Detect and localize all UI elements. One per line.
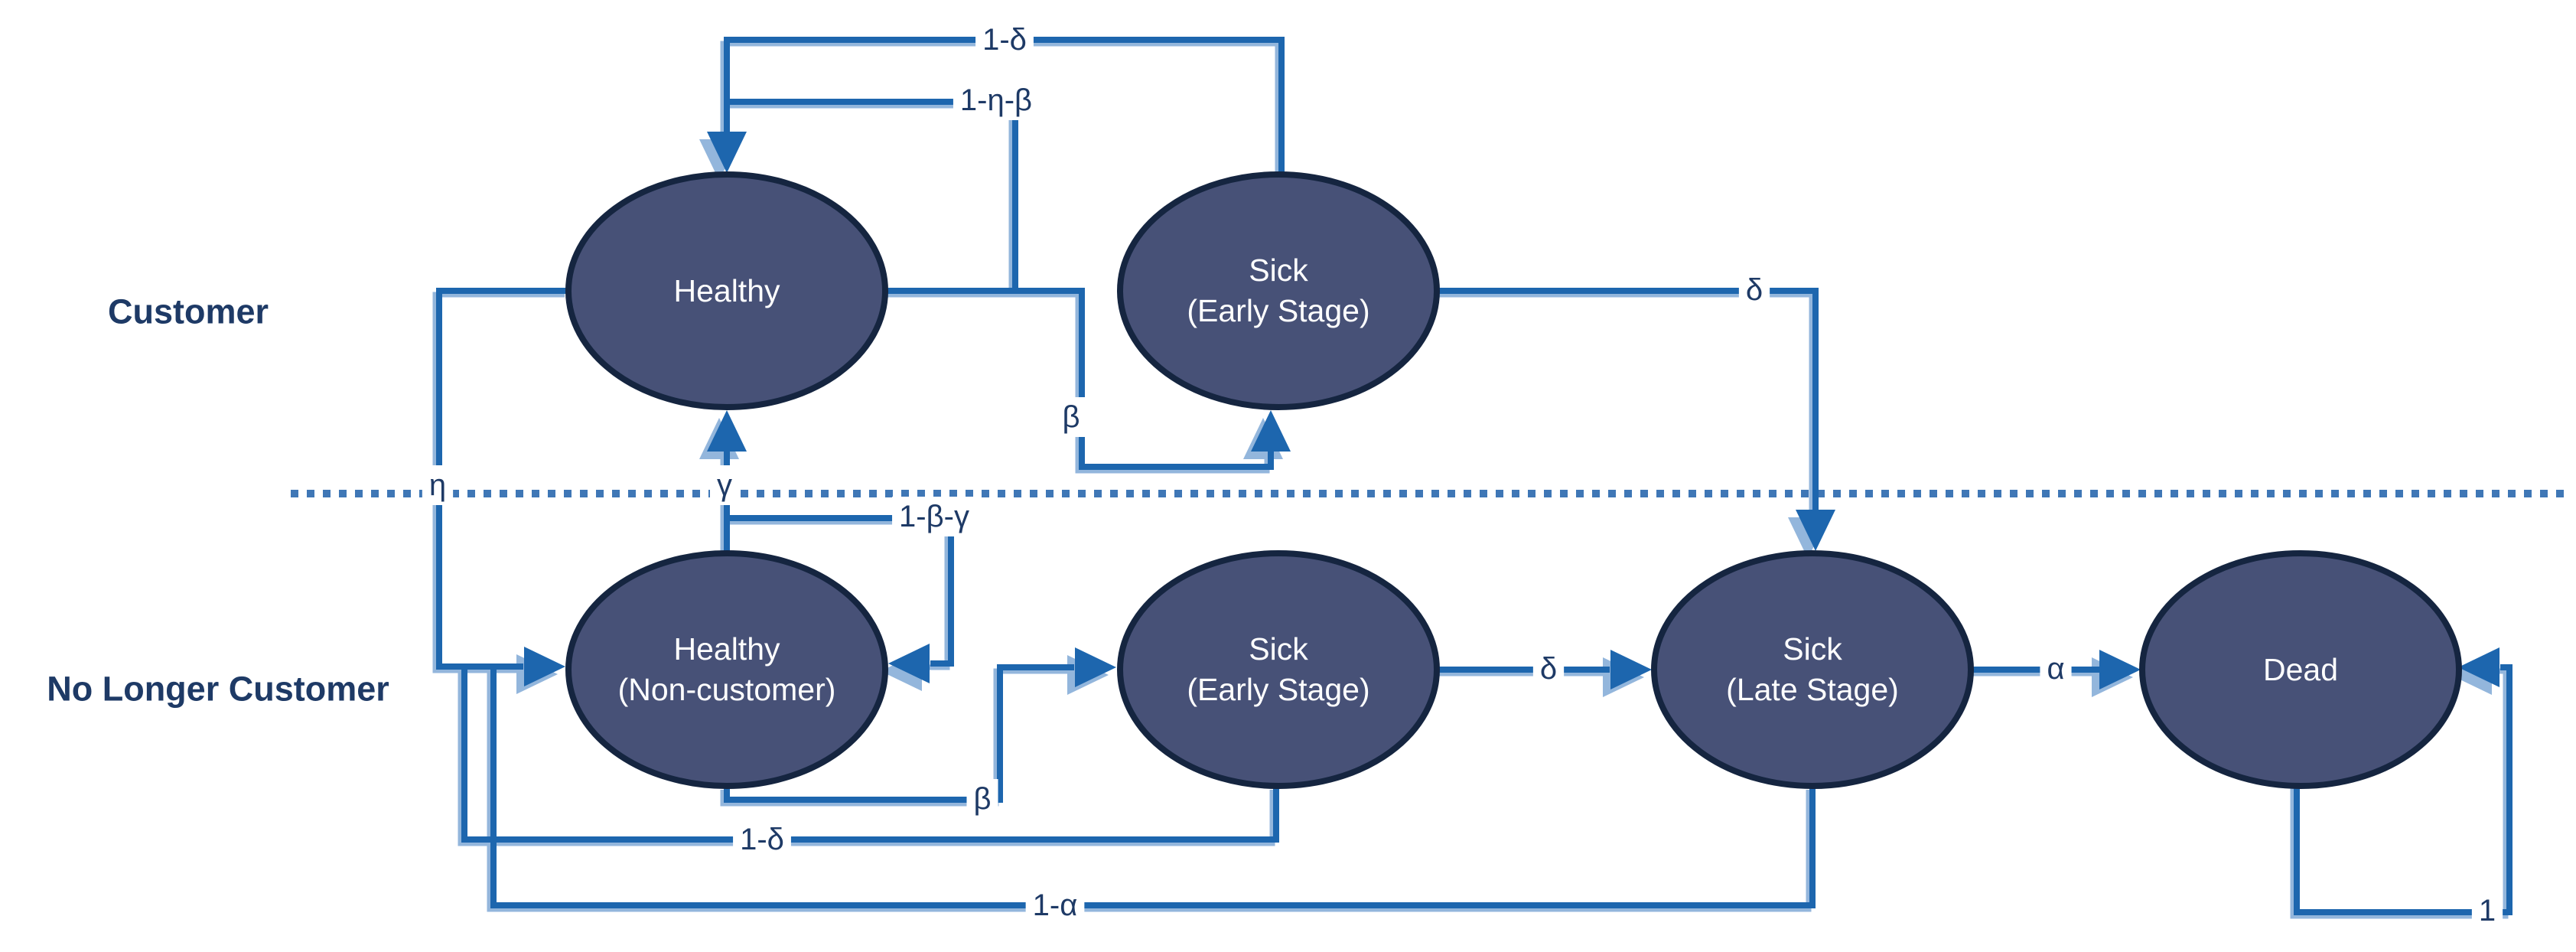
edge-dead-self-loop-1-label-knockout [2471, 891, 2503, 931]
edge-dead-self-loop-1 [2294, 664, 2512, 915]
state-sick-late-noncustomer-label: Sick(Late Stage) [1726, 631, 1899, 707]
edge-dead-self-loop-1-arrowhead [2458, 647, 2499, 687]
edge-healthy-self-loop-1-minus-eta-minus-beta-shadow [723, 103, 1014, 298]
edge-dead-self-loop-1-label: 1 [2479, 894, 2496, 928]
edge-sick-early-to-sick-late-delta-shadow [1433, 292, 1815, 533]
edge-sick-early-noncustomer-to-healthy-noncustomer-1-minus-delta-label: 1-δ [740, 823, 784, 856]
edge-sick-early-noncustomer-to-sick-late-delta-label-knockout [1532, 649, 1565, 689]
edge-sick-early-noncustomer-to-healthy-noncustomer-1-minus-delta-label-group: 1-δ [733, 820, 791, 859]
edge-healthy-to-sick-early-beta-label-group: β [1055, 397, 1087, 437]
row-label-customer: Customer [108, 292, 269, 331]
edge-healthy-noncustomer-to-sick-early-noncustomer-beta [724, 664, 1074, 803]
edge-sick-early-to-sick-late-delta-label-knockout [1738, 270, 1770, 310]
edge-healthy-self-loop-1-minus-eta-minus-beta-label: 1-η-β [960, 83, 1032, 117]
edge-sick-early-to-healthy-1-minus-delta-label-group: 1-δ [975, 20, 1034, 60]
state-healthy-noncustomer: Healthy(Non-customer) [565, 550, 888, 789]
edge-healthy-to-sick-early-beta-label-knockout [1055, 397, 1087, 437]
row-label-no-longer-customer: No Longer Customer [47, 670, 389, 709]
edge-sick-early-noncustomer-to-healthy-noncustomer-1-minus-delta [461, 668, 1279, 843]
edge-sick-late-to-dead-alpha-arrowhead [2099, 650, 2141, 690]
edge-healthy-to-healthy-noncustomer-eta-arrowhead [524, 647, 565, 686]
edge-healthy-noncustomer-self-loop-1-minus-beta-minus-gamma-label-knockout [892, 497, 976, 536]
edge-labels: 1-δ 1-η-β β δ η γ 1-β-γ β δ 1-δ 1-α α 1 [422, 20, 2503, 931]
edge-sick-late-to-healthy-noncustomer-1-minus-alpha-label-group: 1-α [1025, 885, 1085, 925]
edge-healthy-noncustomer-to-healthy-gamma-arrowhead [707, 410, 747, 452]
edge-dead-self-loop-1-label-group: 1 [2471, 891, 2503, 931]
edge-healthy-noncustomer-to-sick-early-noncustomer-beta-label-group: β [966, 779, 998, 819]
edge-sick-late-to-dead-alpha-label-group: α [2040, 649, 2072, 689]
edge-sick-early-to-healthy-1-minus-delta-arrowhead [707, 132, 747, 173]
edge-healthy-noncustomer-self-loop-1-minus-beta-minus-gamma-arrowhead [888, 644, 930, 683]
edge-healthy-to-sick-early-beta-label: β [1062, 400, 1080, 434]
edge-healthy-noncustomer-to-sick-early-noncustomer-beta-label-knockout [966, 779, 998, 819]
state-healthy-customer: Healthy [565, 171, 888, 410]
edge-healthy-to-sick-early-beta [1015, 288, 1274, 470]
edge-healthy-to-healthy-noncustomer-eta-label-knockout [422, 465, 454, 505]
edge-healthy-noncustomer-self-loop-1-minus-beta-minus-gamma-label: 1-β-γ [899, 500, 969, 533]
edge-sick-late-to-healthy-noncustomer-1-minus-alpha [490, 668, 1816, 908]
edge-dead-self-loop-1-shadow [2290, 668, 2509, 919]
edge-sick-late-to-dead-alpha-label-knockout [2040, 649, 2072, 689]
edge-healthy-noncustomer-to-sick-early-noncustomer-beta-arrowhead [1075, 647, 1116, 687]
edge-sick-early-noncustomer-to-healthy-noncustomer-1-minus-delta-shadow [458, 672, 1275, 846]
edge-sick-early-noncustomer-to-sick-late-delta-label-group: δ [1532, 649, 1565, 689]
edge-sick-early-to-sick-late-delta-label: δ [1746, 273, 1763, 307]
state-healthy-customer-ellipse [565, 171, 888, 410]
edge-healthy-noncustomer-self-loop-1-minus-beta-minus-gamma [727, 515, 954, 667]
state-sick-early-customer: Sick(Early Stage) [1117, 171, 1440, 410]
state-sick-early-noncustomer-label: Sick(Early Stage) [1187, 631, 1369, 707]
edge-healthy-self-loop-1-minus-eta-minus-beta-label-group: 1-η-β [953, 80, 1040, 120]
edge-sick-early-to-sick-late-delta [1437, 288, 1819, 530]
state-dead: Dead [2139, 550, 2462, 789]
edge-healthy-to-healthy-noncustomer-eta-label: η [429, 468, 446, 502]
edge-healthy-self-loop-1-minus-eta-minus-beta [727, 99, 1018, 294]
edge-sick-early-noncustomer-to-sick-late-delta-arrowhead [1610, 650, 1652, 690]
edge-healthy-noncustomer-to-healthy-gamma-label-group: γ [710, 465, 739, 505]
edge-sick-early-to-sick-late-delta-label-group: δ [1738, 270, 1770, 310]
edge-healthy-noncustomer-to-sick-early-noncustomer-beta-label: β [973, 782, 991, 816]
edge-healthy-to-sick-early-beta-arrowhead [1251, 410, 1291, 452]
connectors [436, 37, 2512, 915]
state-healthy-noncustomer-ellipse [565, 550, 888, 789]
edge-sick-early-to-sick-late-delta-arrowhead [1796, 510, 1835, 551]
edge-healthy-to-healthy-noncustomer-eta-label-group: η [422, 465, 454, 505]
state-sick-early-noncustomer-ellipse [1117, 550, 1440, 789]
edge-healthy-noncustomer-to-healthy-gamma-label: γ [717, 468, 732, 502]
edge-sick-late-to-healthy-noncustomer-1-minus-alpha-label: 1-α [1033, 888, 1078, 922]
state-healthy-noncustomer-label: Healthy(Non-customer) [618, 631, 836, 707]
edge-healthy-self-loop-1-minus-eta-minus-beta-label-knockout [953, 80, 1040, 120]
edge-healthy-noncustomer-self-loop-1-minus-beta-minus-gamma-label-group: 1-β-γ [892, 497, 976, 536]
state-sick-early-customer-ellipse [1117, 171, 1440, 410]
edge-sick-late-to-dead-alpha-label: α [2047, 652, 2064, 686]
edge-healthy-noncustomer-to-healthy-gamma-label-knockout [710, 465, 739, 505]
state-sick-late-noncustomer: Sick(Late Stage) [1651, 550, 1974, 789]
edge-healthy-noncustomer-self-loop-1-minus-beta-minus-gamma-shadow [723, 519, 950, 670]
state-dead-ellipse [2139, 550, 2462, 789]
state-sick-early-customer-label: Sick(Early Stage) [1187, 253, 1369, 328]
state-sick-early-noncustomer: Sick(Early Stage) [1117, 550, 1440, 789]
edge-sick-early-noncustomer-to-sick-late-delta-label: δ [1540, 652, 1557, 686]
state-sick-late-noncustomer-ellipse [1651, 550, 1974, 789]
state-dead-label: Dead [2263, 652, 2338, 687]
edge-sick-early-to-healthy-1-minus-delta-label-knockout [975, 20, 1034, 60]
edge-sick-early-noncustomer-to-healthy-noncustomer-1-minus-delta-label-knockout [733, 820, 791, 859]
edge-sick-early-to-healthy-1-minus-delta-label: 1-δ [982, 23, 1027, 57]
state-healthy-customer-label: Healthy [673, 273, 780, 308]
edge-sick-late-to-healthy-noncustomer-1-minus-alpha-shadow [487, 672, 1812, 912]
edge-sick-late-to-healthy-noncustomer-1-minus-alpha-label-knockout [1025, 885, 1085, 925]
